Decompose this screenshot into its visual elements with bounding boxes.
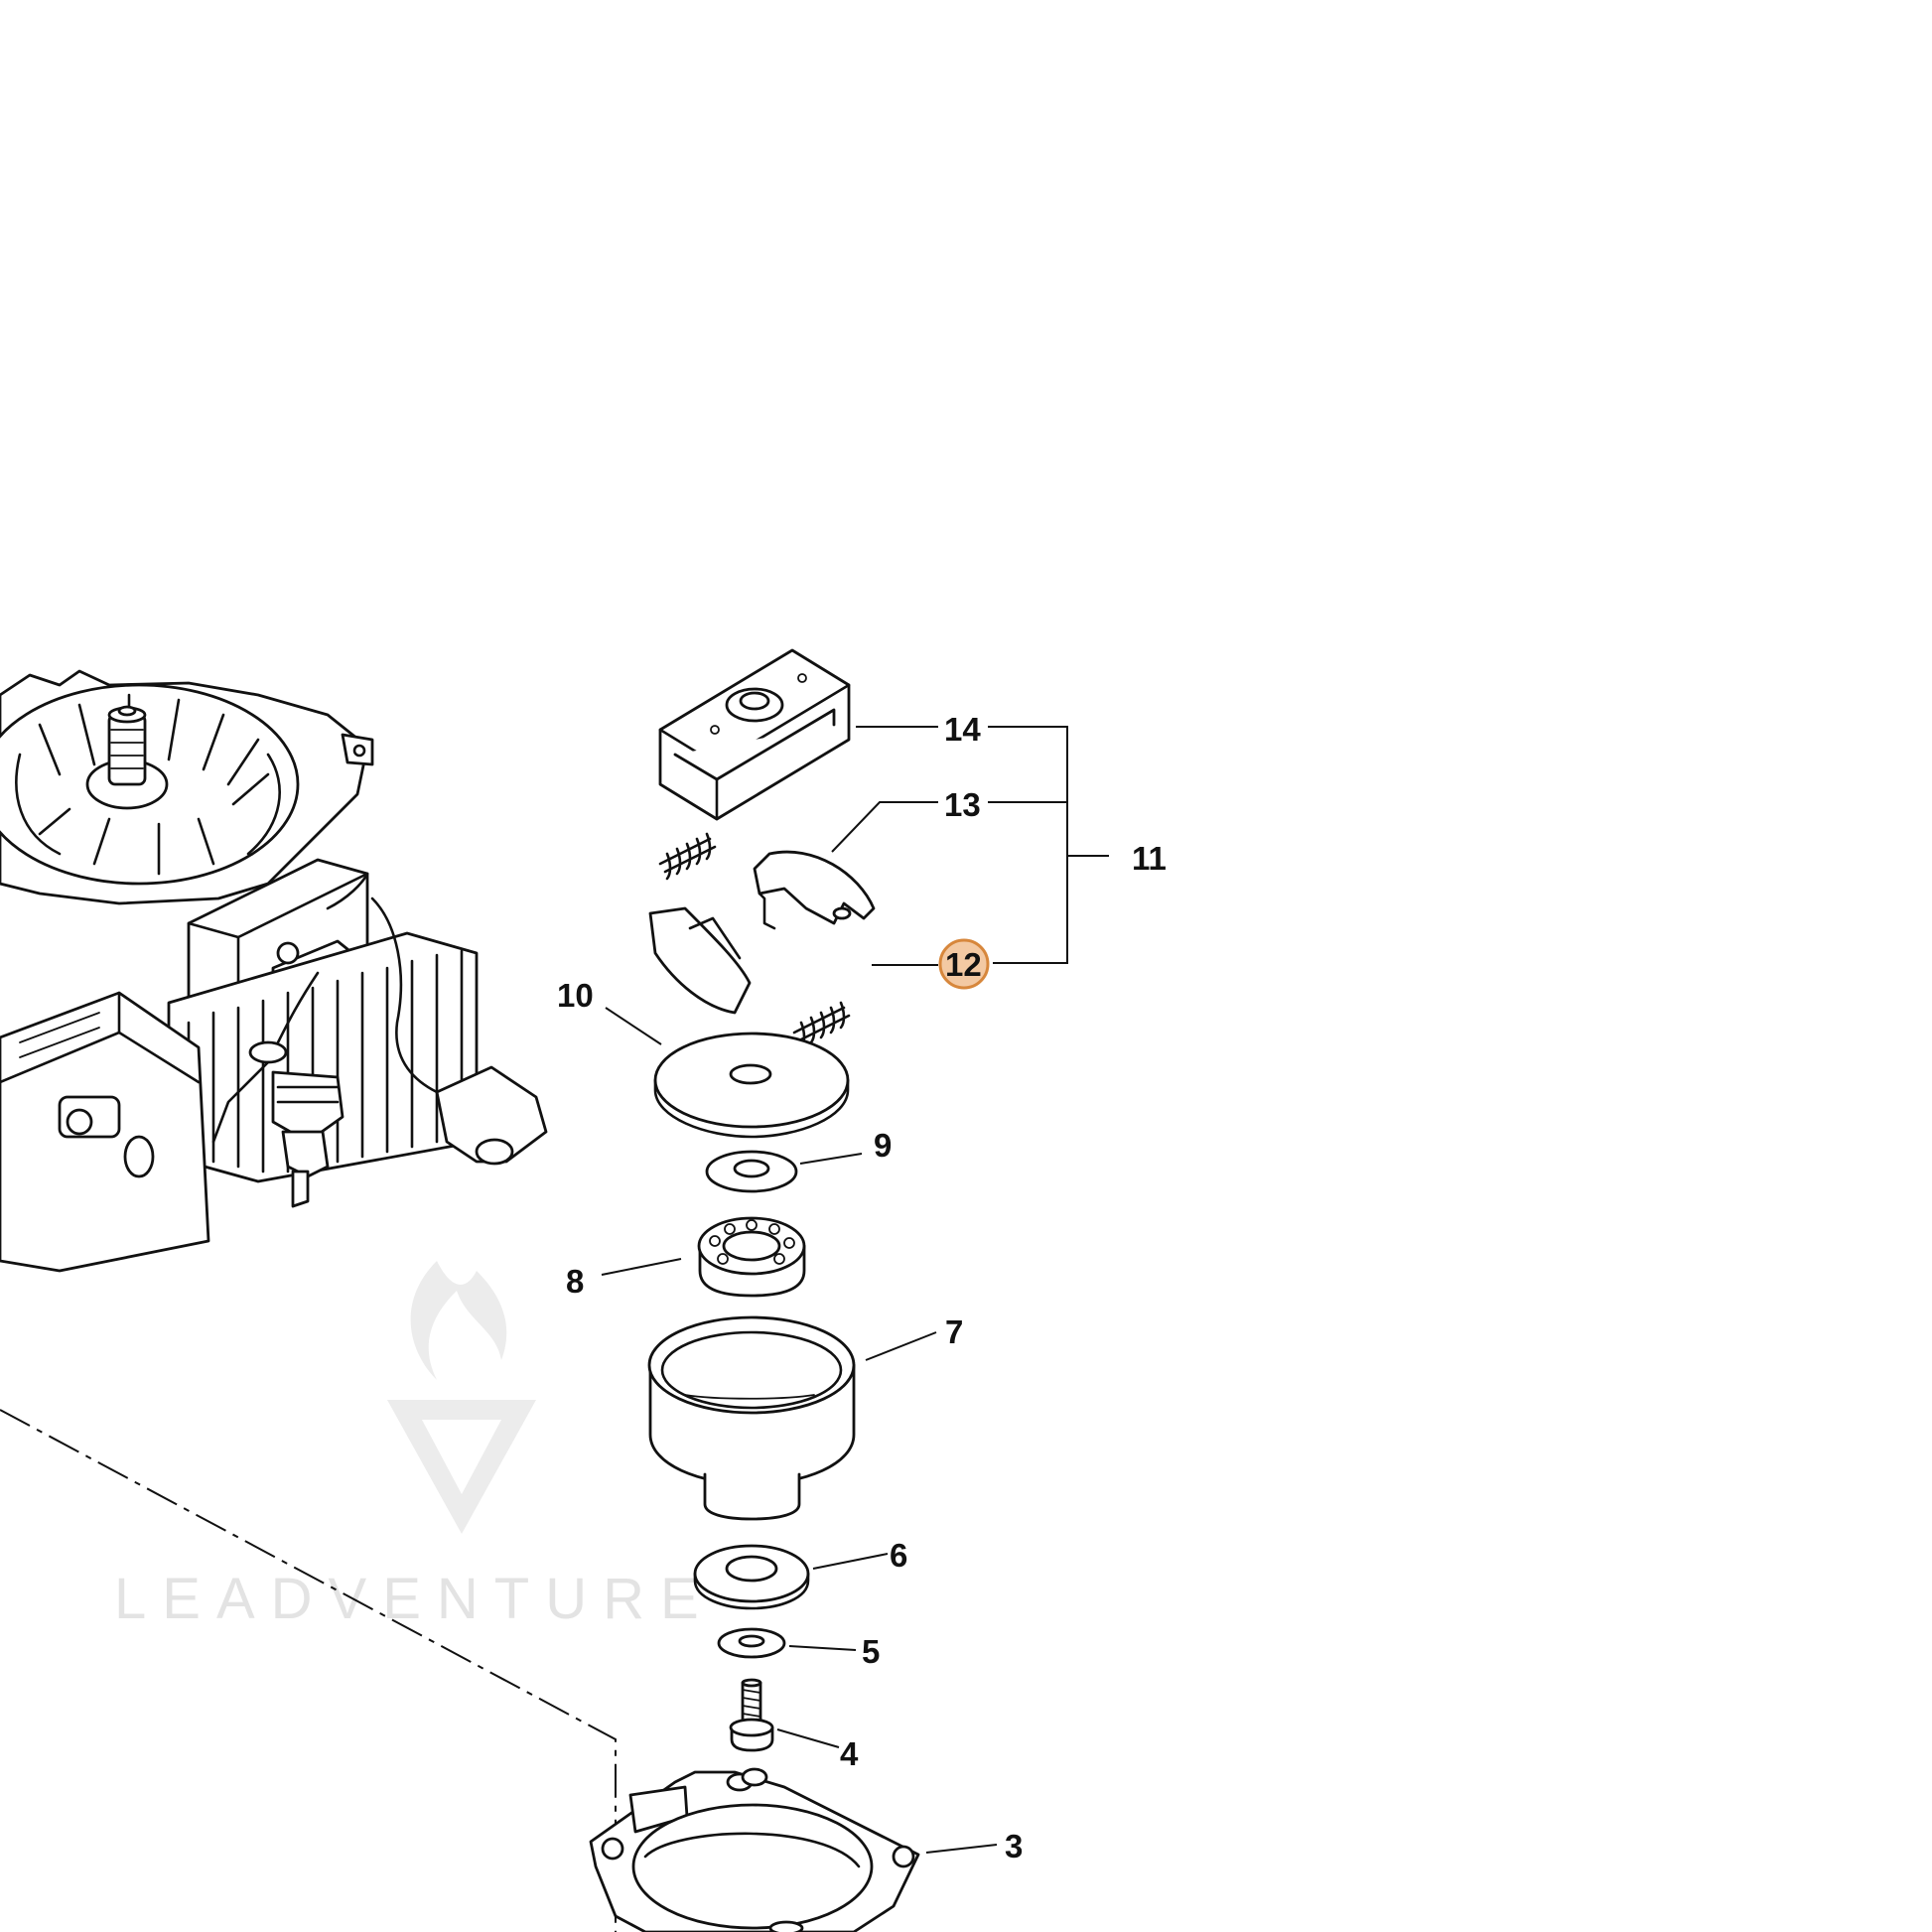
part-8-bearing	[697, 1216, 806, 1298]
assembly-axis-line	[0, 1409, 617, 1932]
watermark: LEADVENTURE	[114, 1261, 715, 1631]
callout-11[interactable]: 11	[1132, 840, 1167, 877]
spring-lower	[792, 1001, 851, 1049]
part-9-washer	[705, 1150, 798, 1193]
leader-lines	[601, 726, 1109, 1854]
callout-5[interactable]: 5	[862, 1633, 880, 1670]
part-7-drum	[647, 1315, 856, 1521]
part-10-washer	[653, 1032, 850, 1139]
callout-7[interactable]: 7	[945, 1313, 963, 1350]
callout-8[interactable]: 8	[566, 1263, 584, 1300]
engine-assembly	[0, 669, 548, 1273]
part-6-washer	[693, 1544, 810, 1610]
spring-upper	[658, 832, 717, 881]
callout-13[interactable]: 13	[944, 786, 981, 823]
callout-6[interactable]: 6	[890, 1537, 907, 1574]
highlight-circle-12	[938, 938, 990, 990]
watermark-text: LEADVENTURE	[114, 1567, 715, 1631]
watermark-flame-logo	[387, 1261, 536, 1534]
callout-10[interactable]: 10	[557, 977, 594, 1014]
callout-14[interactable]: 14	[944, 711, 981, 748]
callout-labels: 14 13 12 11 10 9 8 7 6 5 4 3	[557, 711, 1167, 1864]
callout-3[interactable]: 3	[1005, 1828, 1023, 1864]
part-3-housing	[589, 1767, 920, 1932]
callout-12[interactable]: 12	[945, 946, 982, 983]
part-5-washer	[717, 1627, 786, 1659]
callout-9[interactable]: 9	[874, 1127, 892, 1164]
callout-4[interactable]: 4	[840, 1735, 859, 1772]
part-14-carrier	[658, 648, 851, 821]
part-13-shoes	[648, 850, 876, 1015]
part-4-screw	[729, 1678, 774, 1752]
